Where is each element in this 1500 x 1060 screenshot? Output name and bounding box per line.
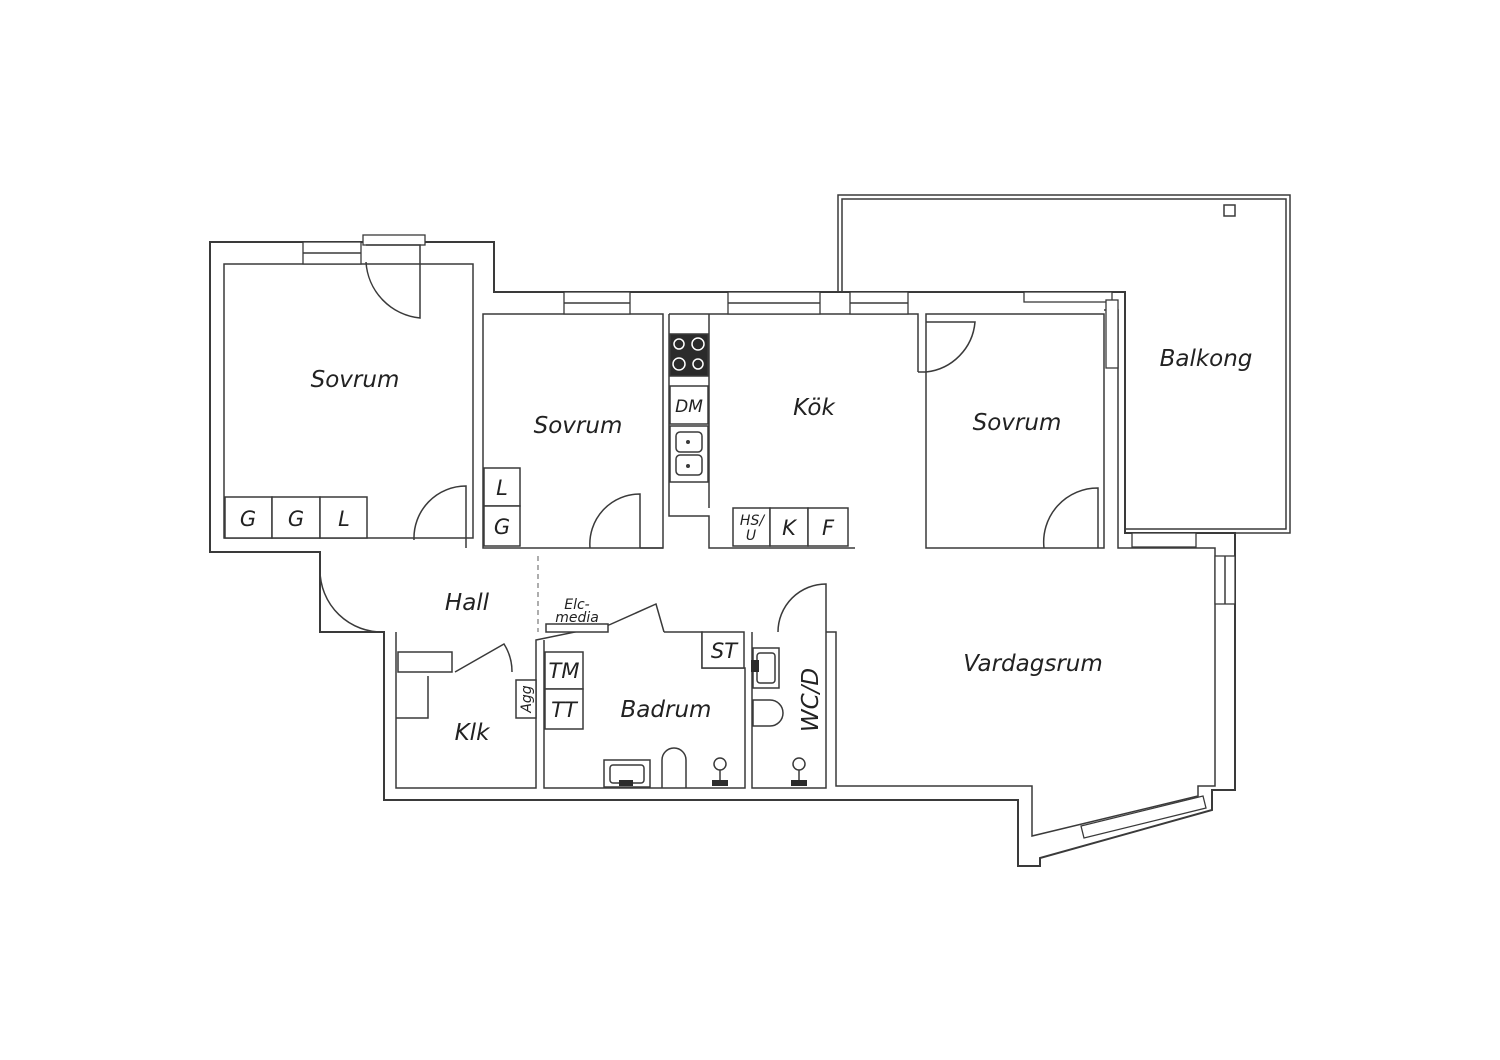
fixture-label-k: K	[782, 516, 798, 540]
agg-box	[515, 679, 537, 719]
room-label-wcd: WC/D	[798, 668, 824, 732]
room-label-sovrum-left: Sovrum	[311, 367, 400, 393]
room-label-vardagsrum: Vardagsrum	[963, 651, 1103, 677]
room-label-balkong: Balkong	[1160, 346, 1253, 372]
toilet-icon	[661, 747, 687, 788]
doors	[319, 244, 1099, 673]
badrum-fixtures	[544, 631, 745, 788]
inner-wall-outline	[223, 263, 474, 539]
outer-wall	[209, 241, 1236, 867]
room-label-kok: Kök	[793, 395, 836, 421]
fixture-label-g2: G	[288, 507, 304, 531]
fixture-label-tt: TT	[551, 698, 579, 722]
wc-toilet-icon	[752, 699, 784, 727]
fixture-label-dm: DM	[675, 397, 703, 417]
kitchen-fixtures	[669, 333, 849, 547]
wc-fixtures	[751, 647, 807, 786]
elc-media-shelf	[545, 623, 609, 633]
fixture-label-g1: G	[240, 507, 256, 531]
room-label-sovrum-right: Sovrum	[973, 410, 1062, 436]
fixture-label-f: F	[822, 516, 835, 540]
fixture-label-agg: Agg	[519, 685, 535, 713]
fixture-label-g3: G	[494, 515, 510, 539]
fixture-label-l2: L	[496, 476, 508, 500]
room-label-hall: Hall	[445, 590, 490, 616]
room-label-klk: Klk	[455, 720, 491, 746]
room-label-badrum: Badrum	[621, 697, 712, 723]
fixture-label-st: ST	[711, 639, 739, 663]
room-label-sovrum-mid: Sovrum	[534, 413, 623, 439]
balcony-post-icon	[1223, 204, 1236, 217]
windows	[302, 234, 1236, 839]
fixture-label-l1: L	[338, 507, 350, 531]
fixture-label-hs-u: U	[746, 528, 756, 544]
fixture-label-hs: HS/	[740, 513, 765, 529]
fixture-label-tm: TM	[549, 659, 580, 683]
fixture-label-elc: Elc-	[564, 597, 589, 613]
fixture-label-media: media	[555, 610, 599, 626]
mid-bedroom-closets	[483, 467, 521, 547]
left-bedroom-closets	[224, 496, 368, 539]
